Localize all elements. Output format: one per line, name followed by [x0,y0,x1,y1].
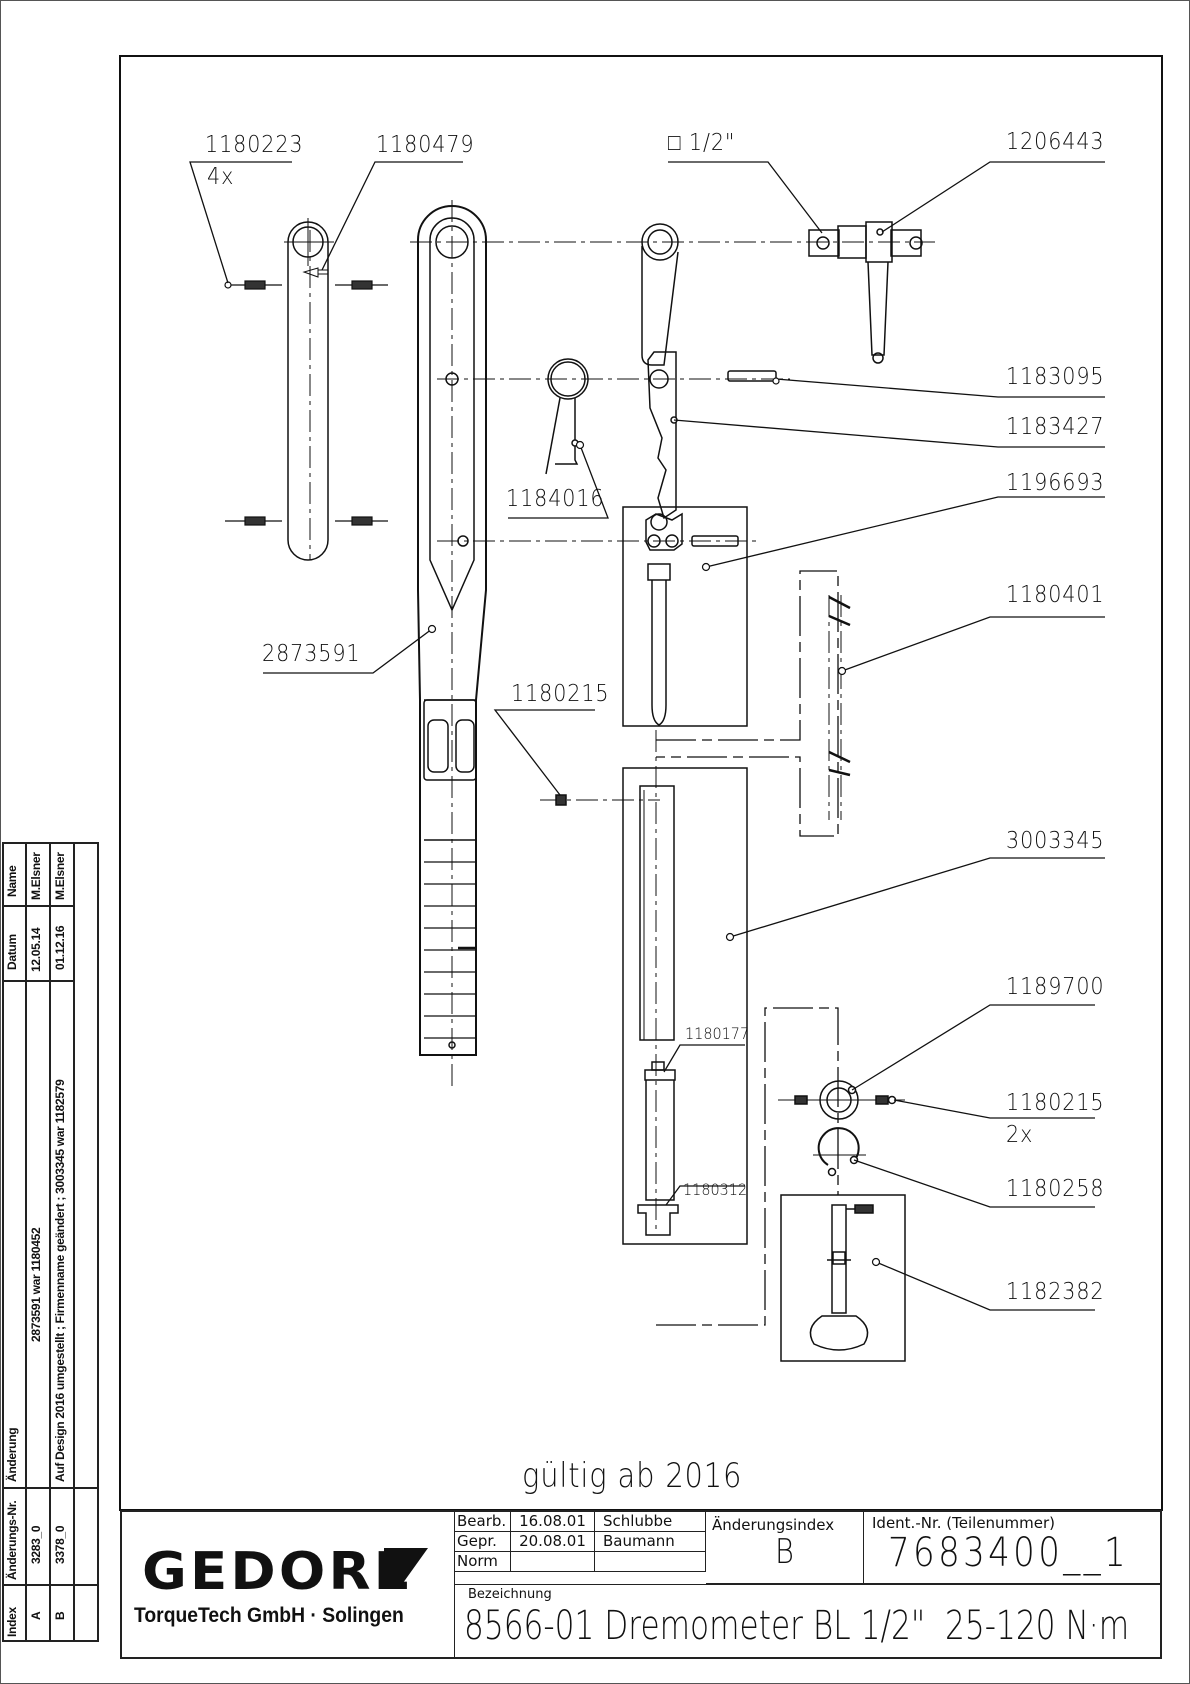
label-1180258: 1180258 [1006,1176,1105,1202]
date-norm [511,1552,595,1572]
label-1183095: 1183095 [1006,364,1105,390]
designation-label: Bezeichnung [468,1587,552,1602]
group-box-1182382 [780,1194,906,1362]
revision-table: Name Datum Änderung Änderungs-Nr. Index … [2,842,99,1642]
change-index-cell: Änderungsindex B [706,1512,864,1584]
label-square-drive: □ 1/2" [668,130,736,156]
label-1180215-b: 1180215 [1006,1090,1105,1116]
group-box-3003345 [622,767,748,1245]
pawl-1196693 [645,512,739,726]
role-bearb: Bearb. [454,1512,511,1532]
date-bearb: 16.08.01 [511,1512,595,1532]
brand-logo: GEDORE [142,1542,415,1602]
rev-a-name: M.Elsner [29,852,43,900]
logo-area: GEDORE TorqueTech GmbH · Solingen [122,1512,455,1657]
collar-1189700 [778,1080,905,1120]
label-1180401: 1180401 [1006,582,1105,608]
ident-number: 7683400__1 [888,1530,1130,1576]
square-drive-1206443 [808,221,923,364]
pins-1180223 [224,280,388,526]
rev-b-change-no: 3378_0 [53,1525,67,1564]
leader-lines [189,161,1105,1311]
group-box-1196693 [622,506,748,727]
label-1206443: 1206443 [1006,129,1105,155]
rev-a-change: 2873591 war 1180452 [29,1227,43,1342]
role-gepr: Gepr. [454,1532,511,1552]
name-bearb: Schlubbe [595,1512,706,1532]
date-gepr: 20.08.01 [511,1532,595,1552]
rev-b-date: 01.12.16 [53,925,67,970]
pin-1180215-a [555,794,567,806]
label-1196693: 1196693 [1006,470,1105,496]
name-gepr: Baumann [595,1532,706,1552]
label-1180215-b-qty: 2x [1006,1122,1034,1148]
role-norm: Norm [454,1552,511,1572]
ident-cell: Ident.-Nr. (Teilenummer) 7683400__1 [864,1512,1160,1584]
rev-a-change-no: 3283_0 [29,1525,43,1564]
designation-cell: Bezeichnung 8566-01 Dremometer BL 1/2" 2… [454,1584,1160,1658]
ident-label: Ident.-Nr. (Teilenummer) [872,1514,1056,1532]
rev-b-change: Auf Design 2016 umgestellt ; Firmenname … [53,1079,67,1482]
rev-header-index: Index [5,1607,19,1637]
group-outlines [656,570,839,1326]
label-2873591: 2873591 [262,641,361,667]
company-name: TorqueTech GmbH · Solingen [134,1604,404,1627]
label-3003345: 3003345 [1006,828,1105,854]
label-1180479: 1180479 [376,132,475,158]
designation-value: 8566-01 Dremometer BL 1/2" 25-120 N·m [464,1603,1130,1649]
link-plate [284,218,334,561]
rev-header-name: Name [5,865,19,897]
label-1182382: 1182382 [1006,1279,1105,1305]
name-norm [595,1552,706,1572]
title-block: GEDORE TorqueTech GmbH · Solingen Bearb.… [120,1510,1162,1659]
knob-1182382 [809,1204,874,1351]
circlip-1180258 [813,1127,866,1177]
label-1183427: 1183427 [1006,414,1105,440]
rev-header-change-no: Änderungs-Nr. [5,1500,19,1580]
rev-header-date: Datum [5,934,19,970]
wrench-body-2873591 [417,205,487,1056]
change-index-value: B [775,1532,794,1572]
validity-note: gültig ab 2016 [522,1456,743,1496]
spring-1184016 [545,358,589,475]
lever-1183427 [641,223,679,520]
rev-a-date: 12.05.14 [29,927,43,972]
label-1180177: 1180177 [685,1024,750,1043]
label-1184016: 1184016 [506,486,605,512]
tube-3003345 [637,785,679,1236]
rev-header-change: Änderung [5,1427,19,1482]
label-1189700: 1189700 [1006,974,1105,1000]
change-index-label: Änderungsindex [712,1516,835,1534]
pin-1183095 [727,370,777,382]
leader-dots [427,377,881,1267]
rev-a-index: A [29,1611,43,1620]
label-1180223-qty: 4x [207,164,235,190]
label-1180223: 1180223 [205,132,304,158]
label-1180312: 1180312 [683,1180,748,1199]
spring-1180401 [828,595,851,820]
label-1180215-a: 1180215 [511,681,610,707]
rev-b-index: B [53,1611,67,1620]
rev-b-name: M.Elsner [53,852,67,900]
